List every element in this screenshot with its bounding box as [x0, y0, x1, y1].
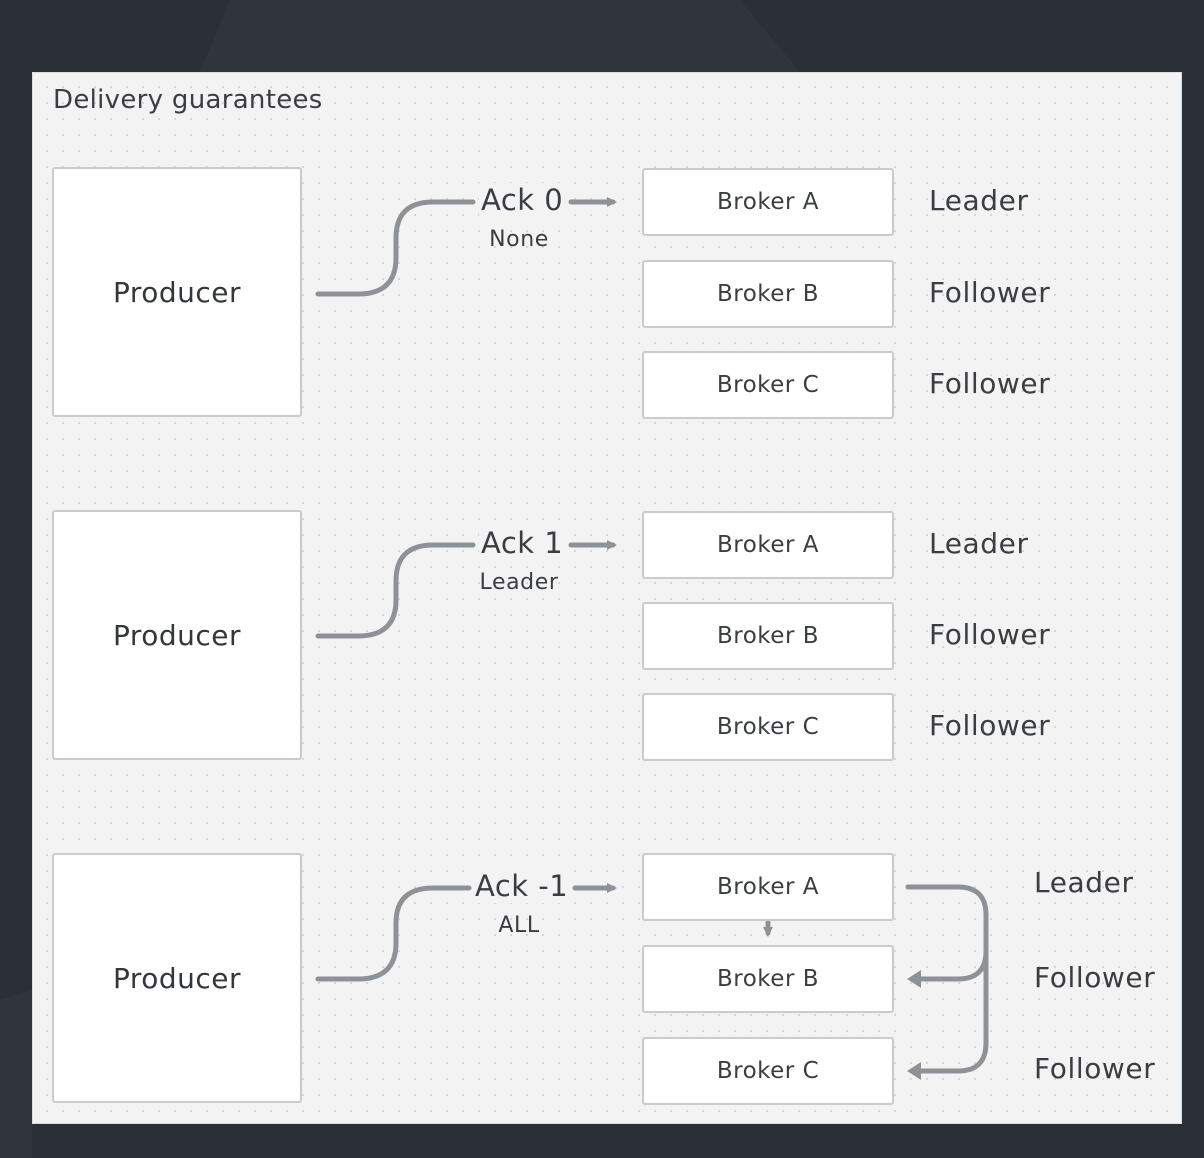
role-label-1b: Follower [929, 276, 1051, 309]
role-label-3a: Leader [1034, 866, 1134, 899]
broker-box-3a: Broker A [642, 853, 894, 921]
replication-bracket [905, 884, 989, 1074]
producer-to-ack-connector-2 [315, 542, 476, 639]
broker-box-1a: Broker A [642, 168, 894, 236]
ack-sublabel-1: None [489, 227, 549, 252]
replication-arrowhead-c [907, 1062, 921, 1080]
role-label-3b: Follower [1034, 961, 1156, 994]
broker-box-3c: Broker C [642, 1037, 894, 1105]
producer-box-3: Producer [52, 853, 302, 1103]
ack-sublabel-2: Leader [479, 570, 559, 595]
producer-box-2: Producer [52, 510, 302, 760]
role-label-1a: Leader [929, 184, 1029, 217]
role-label-1c: Follower [929, 367, 1051, 400]
role-label-2a: Leader [929, 527, 1029, 560]
producer-to-ack-connector-3 [315, 885, 472, 982]
ack-label-3: Ack -1 [473, 869, 571, 903]
replication-to-broker-b [914, 948, 989, 982]
producer-to-ack-connector-1 [315, 199, 476, 297]
broker-box-1c: Broker C [642, 351, 894, 419]
diagram-board: Delivery guarantees Pr [32, 72, 1182, 1124]
role-label-3c: Follower [1034, 1052, 1156, 1085]
broker-box-2c: Broker C [642, 693, 894, 761]
broker-box-1b: Broker B [642, 260, 894, 328]
role-label-2c: Follower [929, 709, 1051, 742]
producer-box-1: Producer [52, 167, 302, 417]
role-label-2b: Follower [929, 618, 1051, 651]
broker-box-3b: Broker B [642, 945, 894, 1013]
diagram-title: Delivery guarantees [53, 85, 323, 115]
ack-sublabel-3: ALL [498, 913, 540, 938]
ack-label-2: Ack 1 [479, 526, 566, 560]
ack-label-1: Ack 0 [479, 183, 566, 217]
broker-box-2a: Broker A [642, 511, 894, 579]
replication-arrowhead-b [907, 970, 921, 988]
broker-box-2b: Broker B [642, 602, 894, 670]
connector-layer [315, 197, 989, 1080]
